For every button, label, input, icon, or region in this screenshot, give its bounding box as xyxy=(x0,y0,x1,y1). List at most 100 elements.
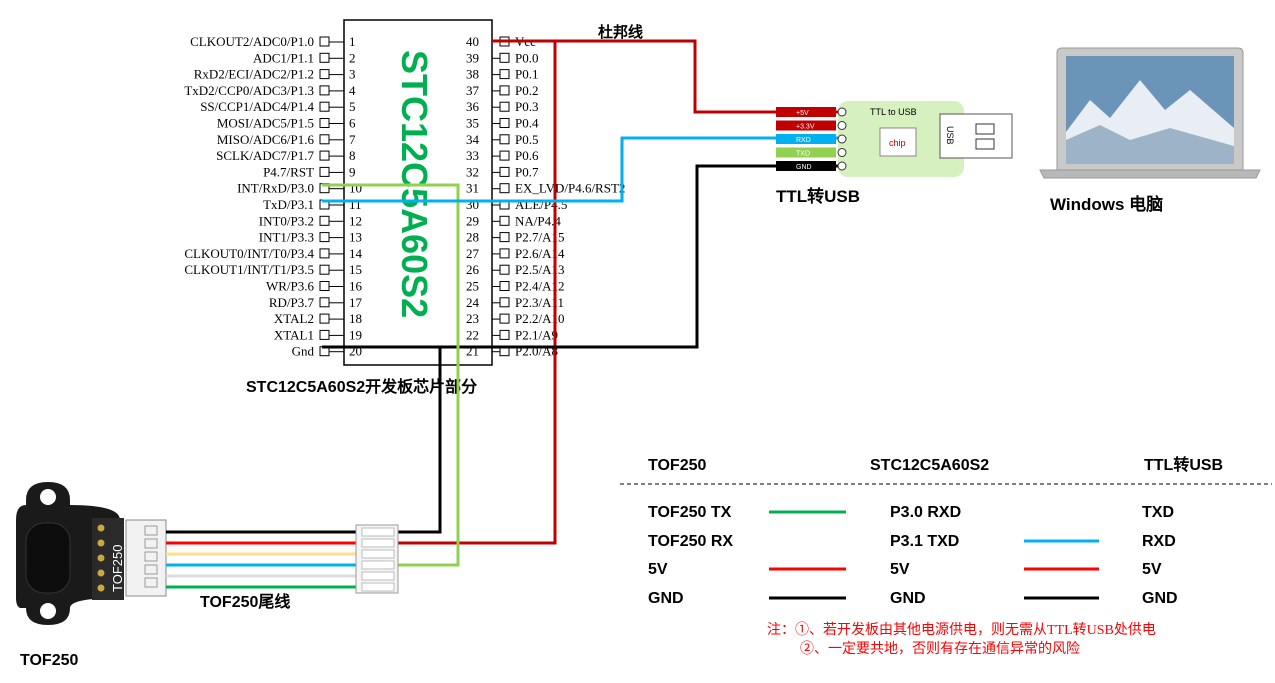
left-pin-number: 4 xyxy=(349,83,356,98)
ttl-pin-label: TXD xyxy=(796,151,810,158)
legend-row-2-tof: TOF250 RX xyxy=(648,533,733,550)
ttl-pin-hole xyxy=(837,107,847,117)
right-pin-label: P2.1/A9 xyxy=(515,327,558,342)
left-pin-box xyxy=(319,85,330,96)
ttl-pin-hole xyxy=(837,148,847,157)
ttl-caption: TTL转USB xyxy=(776,186,860,206)
note-1: 注：①、若开发板由其他电源供电，则无需从TTL转USB处供电 xyxy=(767,622,1156,638)
left-pin-label: INT1/P3.3 xyxy=(259,230,314,245)
left-pin-label: INT0/P3.2 xyxy=(259,213,314,228)
wire-red-5v-tof xyxy=(378,41,557,545)
left-pin-label: INT/RxD/P3.0 xyxy=(237,181,314,196)
ttl-pin-hole xyxy=(837,121,847,130)
right-pin-box xyxy=(499,150,510,161)
left-pin-label: CLKOUT2/ADC0/P1.0 xyxy=(190,34,314,49)
legend-header-ttl: TTL转USB xyxy=(1144,455,1223,474)
right-pin-label: P0.3 xyxy=(515,99,538,114)
left-pin-number: 13 xyxy=(349,230,362,245)
legend-row-1-tof: TOF250 TX xyxy=(648,504,732,521)
right-pin-number: 35 xyxy=(466,116,479,131)
tof-side-label: TOF250 xyxy=(110,545,125,592)
right-pin-label: P0.1 xyxy=(515,67,538,82)
right-pin-number: 25 xyxy=(466,279,479,294)
right-pin-number: 23 xyxy=(466,311,479,326)
tof-bottom-hole xyxy=(40,603,56,619)
legend-row-3-ttl: 5V xyxy=(1142,561,1162,578)
left-pin-label: CLKOUT0/INT/T0/P3.4 xyxy=(184,246,314,261)
left-pin-number: 11 xyxy=(349,197,362,212)
left-pin-label: MISO/ADC6/P1.6 xyxy=(217,132,315,147)
right-pin-box xyxy=(499,215,510,226)
ttl-pin-tag xyxy=(776,161,836,171)
ttl-pin-tag xyxy=(776,120,836,131)
wire-black-gnd-tof xyxy=(378,347,442,534)
left-pin-box xyxy=(319,166,330,177)
wire-green-rxd xyxy=(322,183,460,567)
left-pin-number: 18 xyxy=(349,311,362,326)
legend-row-1-ttl: TXD xyxy=(1142,504,1174,521)
right-pin-box xyxy=(499,69,510,80)
right-pin-number: 24 xyxy=(466,295,480,310)
legend-row-4-tof: GND xyxy=(648,590,684,607)
ttl-usb-plug-slot-2 xyxy=(975,138,995,150)
right-pin-label: EX_LVD/P4.6/RST2 xyxy=(515,181,625,196)
dupont-label: 杜邦线 xyxy=(598,23,643,41)
right-pin-number: 31 xyxy=(466,181,479,196)
left-pin-box xyxy=(319,134,330,145)
left-pin-box xyxy=(319,36,330,47)
left-pin-number: 7 xyxy=(349,132,356,147)
right-pin-label: P0.5 xyxy=(515,132,538,147)
left-pin-number: 17 xyxy=(349,295,363,310)
right-pin-label: P0.0 xyxy=(515,50,538,65)
left-pin-label: SS/CCP1/ADC4/P1.4 xyxy=(200,99,314,114)
tail-connector xyxy=(355,524,399,594)
legend-table: TOF250 STC12C5A60S2 TTL转USB TOF250 TX P3… xyxy=(620,455,1272,607)
ttl-chip-label: chip xyxy=(889,138,906,148)
left-pin-label: Gnd xyxy=(292,344,315,359)
chip-caption: STC12C5A60S2开发板芯片部分 xyxy=(246,377,477,396)
legend-row-2-ttl: RXD xyxy=(1142,533,1176,550)
right-pin-box xyxy=(499,248,510,259)
left-pin-number: 14 xyxy=(349,246,363,261)
ttl-usb-plug xyxy=(939,113,1013,159)
left-pin-box xyxy=(319,329,330,340)
legend-header-tof: TOF250 xyxy=(648,457,707,474)
left-pin-label: ADC1/P1.1 xyxy=(253,50,314,65)
tof-pcb xyxy=(92,518,124,600)
legend-row-3-tof: 5V xyxy=(648,561,668,578)
legend-header-stc: STC12C5A60S2 xyxy=(870,457,989,474)
right-pin-number: 26 xyxy=(466,262,480,277)
left-pin-number: 15 xyxy=(349,262,362,277)
tof-tail-wires xyxy=(166,530,358,589)
left-pin-number: 5 xyxy=(349,99,356,114)
left-pin-number: 16 xyxy=(349,279,363,294)
legend-row-4-stc: GND xyxy=(890,590,926,607)
left-pin-box xyxy=(319,52,330,63)
right-pin-number: 40 xyxy=(466,34,479,49)
wire-black-gnd-ttl xyxy=(322,164,838,349)
left-pin-label: CLKOUT1/INT/T1/P3.5 xyxy=(184,262,314,277)
left-pin-label: RxD2/ECI/ADC2/P1.2 xyxy=(194,67,314,82)
left-pin-box xyxy=(319,69,330,80)
right-pin-number: 28 xyxy=(466,230,479,245)
right-pin-label: P0.4 xyxy=(515,116,539,131)
left-pin-label: P4.7/RST xyxy=(263,164,314,179)
left-pin-box xyxy=(319,215,330,226)
right-pin-label: P2.5/A13 xyxy=(515,262,564,277)
wire-red-5v-ttl xyxy=(492,39,838,114)
left-pin-number: 12 xyxy=(349,213,362,228)
right-pin-number: 36 xyxy=(466,99,480,114)
right-pin-box xyxy=(499,166,510,177)
left-pin-number: 9 xyxy=(349,164,356,179)
right-pin-label: P2.3/A11 xyxy=(515,295,564,310)
right-pin-number: 33 xyxy=(466,148,479,163)
right-pin-label: NA/P4.4 xyxy=(515,213,561,228)
right-pin-label: P2.2/A10 xyxy=(515,311,564,326)
right-pin-label: ALE/P4.5 xyxy=(515,197,567,212)
laptop-screen-shadow xyxy=(1066,125,1234,164)
right-pin-label: P2.7/A15 xyxy=(515,230,564,245)
left-pin-number: 2 xyxy=(349,50,356,65)
